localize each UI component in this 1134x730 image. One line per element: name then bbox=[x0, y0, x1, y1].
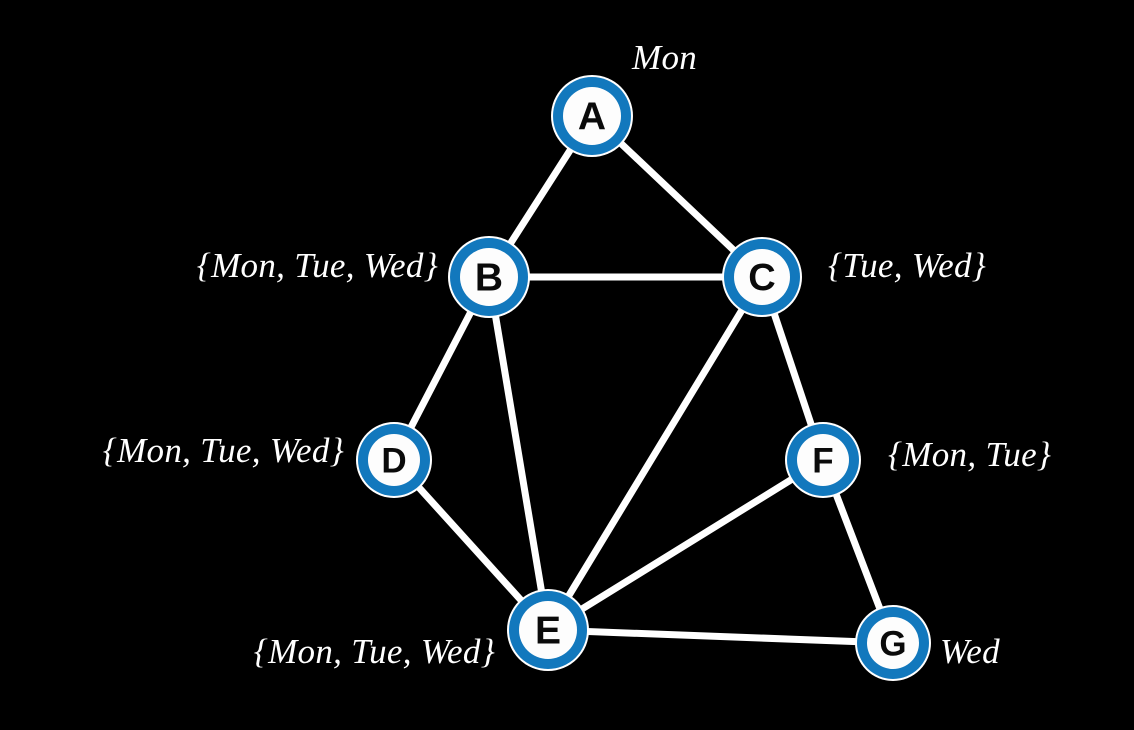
edges-group bbox=[390, 112, 897, 647]
node-letter-a: A bbox=[578, 96, 606, 139]
domain-label-f: {Mon, Tue} bbox=[888, 435, 1052, 474]
nodes-group: A B C D E F G bbox=[356, 75, 931, 681]
node-letter-f: F bbox=[812, 442, 833, 481]
graph-edge-e-g bbox=[544, 626, 897, 647]
node-face-b bbox=[460, 248, 518, 306]
node-face-f bbox=[797, 434, 849, 486]
graph-node-b[interactable]: B bbox=[448, 236, 530, 318]
graph-node-g[interactable]: G bbox=[855, 605, 931, 681]
node-face-c bbox=[734, 249, 790, 305]
node-letter-e: E bbox=[535, 610, 561, 653]
node-letter-d: D bbox=[381, 442, 406, 481]
graph-node-d[interactable]: D bbox=[356, 422, 432, 498]
graph-edge-c-e bbox=[544, 273, 766, 634]
graph-edge-b-e bbox=[485, 273, 552, 634]
domain-label-a: Mon bbox=[632, 38, 698, 77]
graph-edge-e-f bbox=[544, 456, 827, 634]
domain-label-e: {Mon, Tue, Wed} bbox=[253, 632, 495, 671]
graph-node-f[interactable]: F bbox=[785, 422, 861, 498]
node-letter-c: C bbox=[748, 257, 775, 299]
node-face-d bbox=[368, 434, 420, 486]
domain-label-c: {Tue, Wed} bbox=[828, 246, 987, 285]
node-face-g bbox=[867, 617, 919, 669]
graph-node-e[interactable]: E bbox=[507, 589, 589, 671]
node-face-e bbox=[519, 601, 577, 659]
graph-node-c[interactable]: C bbox=[722, 237, 802, 317]
domain-label-g: Wed bbox=[940, 632, 1000, 671]
domain-label-b: {Mon, Tue, Wed} bbox=[196, 246, 438, 285]
graph-node-a[interactable]: A bbox=[551, 75, 633, 157]
node-letter-g: G bbox=[879, 625, 906, 664]
node-face-a bbox=[563, 87, 621, 145]
domain-label-d: {Mon, Tue, Wed} bbox=[102, 431, 344, 470]
node-letter-b: B bbox=[475, 257, 503, 300]
